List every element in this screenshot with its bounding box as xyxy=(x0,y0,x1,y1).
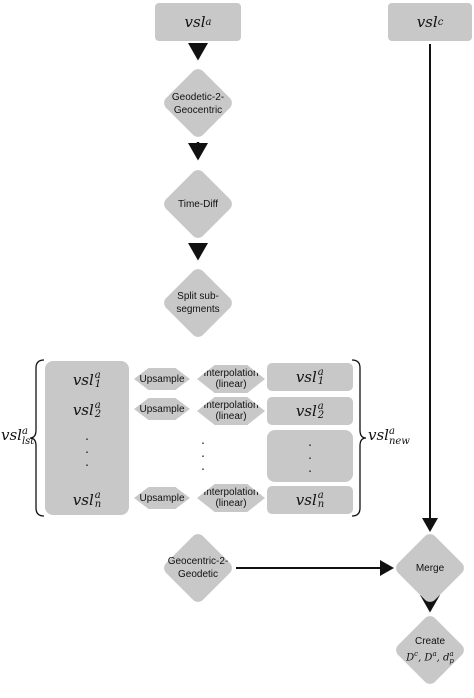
outn-sub: n xyxy=(317,499,325,510)
merge-text: Merge xyxy=(415,562,445,574)
in1-base: vsl xyxy=(72,371,94,389)
vsl-a-base: vsl xyxy=(184,13,206,31)
g2g-line1: Geodetic-2- xyxy=(171,92,225,103)
vsl-new-label: vslanew xyxy=(368,426,410,447)
out2-sub: 2 xyxy=(317,410,325,421)
create-d-a: , D xyxy=(418,652,433,664)
upsample-1: Upsample xyxy=(134,368,190,390)
lst-sup: a xyxy=(21,426,28,437)
in2-base: vsl xyxy=(72,401,94,419)
new-sup: a xyxy=(388,426,395,437)
lst-sub: lst xyxy=(21,436,35,447)
left-brace xyxy=(29,359,45,517)
interp-2-line2: (linear) xyxy=(215,411,247,422)
merge-label: Merge xyxy=(382,558,474,578)
interp-n-line2: (linear) xyxy=(215,498,247,509)
upsample-n-label: Upsample xyxy=(139,492,185,504)
out1-sub: 1 xyxy=(317,376,325,387)
input-list-panel xyxy=(45,361,129,515)
upsample-n: Upsample xyxy=(134,487,190,509)
geocentric-to-geodetic-label: Geocentric-2- Geodetic xyxy=(150,548,246,588)
create-d-p: , d xyxy=(436,652,450,664)
vsl-c-sup: c xyxy=(437,16,444,28)
out1-sup: a xyxy=(317,367,324,378)
in1-sup: a xyxy=(94,370,101,381)
upsample-1-label: Upsample xyxy=(139,373,185,385)
vsl-lst-label: vslalst xyxy=(1,426,34,447)
create-d-c: D xyxy=(406,652,415,664)
new-sub: new xyxy=(388,436,410,447)
outn-base: vsl xyxy=(295,491,317,509)
inn-sub: n xyxy=(94,499,102,510)
vsl-a-sup: a xyxy=(205,16,212,28)
create-d-c-sup: c xyxy=(414,650,419,659)
lst-base: vsl xyxy=(1,426,22,444)
input-ellipsis: . . . xyxy=(85,429,89,469)
new-base: vsl xyxy=(368,426,389,444)
out2-base: vsl xyxy=(295,402,317,420)
upsample-2: Upsample xyxy=(134,398,190,420)
split-line1: Split sub- xyxy=(177,291,219,302)
interp-1-line1: Interpolation xyxy=(203,368,259,379)
in2-sup: a xyxy=(94,400,101,411)
outn-sup: a xyxy=(317,490,324,501)
inn-sup: a xyxy=(94,490,101,501)
interp-1-line2: (linear) xyxy=(215,379,247,390)
out1-base: vsl xyxy=(295,368,317,386)
interp-ellipsis: . . . xyxy=(201,433,205,473)
split-line2: segments xyxy=(176,304,220,315)
create-line1: Create xyxy=(414,636,445,648)
output-ellipsis-box xyxy=(267,430,353,482)
output-ellipsis: . . . xyxy=(308,435,312,475)
interp-n-line1: Interpolation xyxy=(203,487,259,498)
gc2gd-line1: Geocentric-2- xyxy=(167,556,229,567)
vsl-c-base: vsl xyxy=(416,13,438,31)
time-diff-text: Time-Diff xyxy=(178,198,218,210)
inn-base: vsl xyxy=(72,491,94,509)
split-label: Split sub- segments xyxy=(150,283,246,323)
right-brace xyxy=(351,359,367,517)
g2g-line2: Geocentric xyxy=(173,105,223,116)
upsample-2-label: Upsample xyxy=(139,403,185,415)
geodetic-to-geocentric-label: Geodetic-2- Geocentric xyxy=(150,84,246,124)
gc2gd-line2: Geodetic xyxy=(177,569,219,580)
create-d-p-sub: p xyxy=(449,656,454,665)
create-d-a-sup: a xyxy=(432,650,437,659)
in1-sub: 1 xyxy=(94,379,102,390)
out2-sup: a xyxy=(317,401,324,412)
time-diff-label: Time-Diff xyxy=(150,194,246,214)
create-d-p-sup: a xyxy=(449,649,454,658)
in2-sub: 2 xyxy=(94,409,102,420)
interp-2-line1: Interpolation xyxy=(203,400,259,411)
